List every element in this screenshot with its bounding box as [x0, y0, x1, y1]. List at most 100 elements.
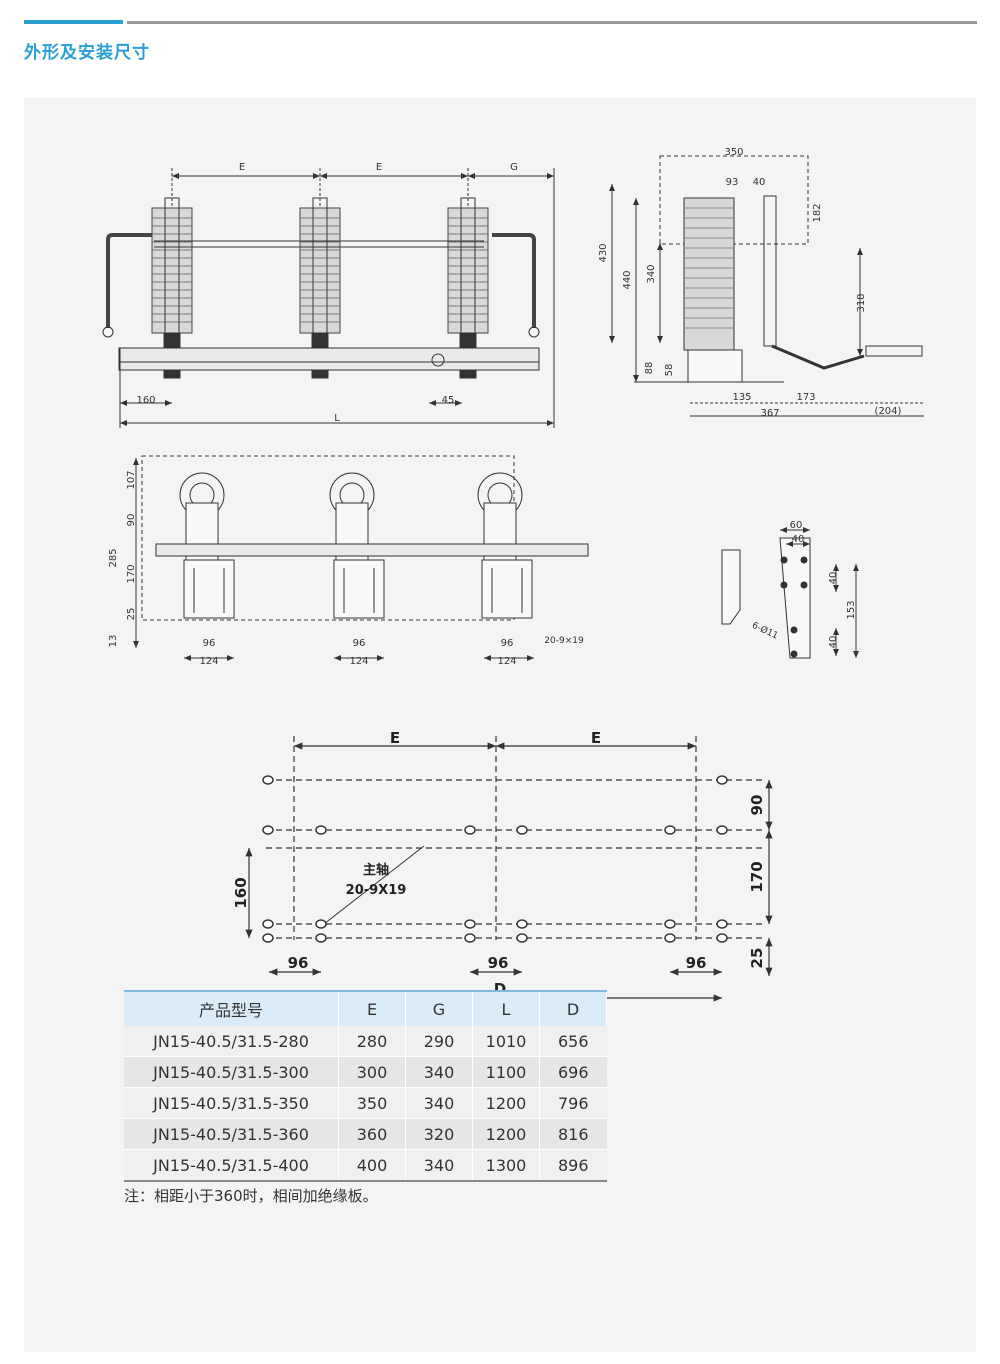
dim-label: E — [376, 162, 382, 173]
dim-label: 182 — [812, 203, 823, 222]
table-cell: 816 — [539, 1118, 607, 1150]
table-cell: JN15-40.5/31.5-350 — [124, 1087, 339, 1119]
table-header-cell: D — [539, 990, 607, 1026]
dim-label: 90 — [748, 795, 766, 816]
table-cell: JN15-40.5/31.5-360 — [124, 1118, 339, 1150]
footnote: 注：相距小于360时，相间加绝缘板。 — [124, 1187, 378, 1205]
table-row: JN15-40.5/31.5-360 360 320 1200 816 — [124, 1118, 607, 1150]
table-cell: JN15-40.5/31.5-300 — [124, 1056, 339, 1088]
dim-label: 124 — [199, 656, 218, 667]
dim-label: 318 — [856, 293, 867, 312]
dim-label: 430 — [598, 243, 609, 262]
hole-label: 20-9×19 — [544, 636, 584, 646]
dim-label: 160 — [136, 395, 155, 406]
table-cell: 340 — [405, 1056, 473, 1088]
dim-label: 40 — [828, 636, 839, 649]
dim-label: 96 — [288, 954, 309, 972]
dim-label: L — [334, 413, 340, 424]
dim-label: 40 — [828, 572, 839, 585]
dim-label: 93 — [726, 177, 739, 188]
table-header-cell: E — [338, 990, 406, 1026]
top-view-labels: 107 90 285 170 25 13 96 124 96 124 96 12… — [108, 470, 584, 667]
dim-label: 170 — [126, 564, 137, 583]
dim-label: 96 — [488, 954, 509, 972]
dim-label: 440 — [622, 270, 633, 289]
table-cell: JN15-40.5/31.5-400 — [124, 1149, 339, 1182]
dim-label: 96 — [353, 638, 366, 649]
dim-label: 90 — [126, 514, 137, 527]
table-cell: 656 — [539, 1026, 607, 1057]
table-row: JN15-40.5/31.5-350 350 340 1200 796 — [124, 1087, 607, 1119]
table-cell: 896 — [539, 1149, 607, 1182]
table-cell: 320 — [405, 1118, 473, 1150]
front-view-labels: E E G 160 45 L — [136, 162, 517, 424]
table-cell: 1200 — [472, 1087, 540, 1119]
table-cell: 340 — [405, 1087, 473, 1119]
spec-table: 产品型号 E G L D JN15-40.5/31.5-280 280 290 … — [124, 990, 607, 1182]
table-header-cell: L — [472, 990, 540, 1026]
dim-label: 124 — [349, 656, 368, 667]
dim-label: 367 — [760, 408, 779, 419]
dim-label: 96 — [203, 638, 216, 649]
hole-label: 6-Ø11 — [750, 620, 780, 642]
table-cell: 360 — [338, 1118, 406, 1150]
side-view — [609, 155, 924, 417]
dim-label: 60 — [790, 520, 803, 531]
side-view-labels: 350 93 40 182 430 440 340 318 88 58 135 … — [598, 147, 902, 419]
dim-label: 96 — [501, 638, 514, 649]
table-cell: 696 — [539, 1056, 607, 1088]
table-cell: 1300 — [472, 1149, 540, 1182]
shaft-label: 主轴 — [363, 862, 389, 878]
dim-label: E — [591, 729, 601, 747]
dim-label: 96 — [686, 954, 707, 972]
dim-label: 107 — [126, 470, 137, 489]
top-view — [133, 455, 589, 661]
dim-label: E — [390, 729, 400, 747]
technical-drawing: E E G 160 45 L 350 93 40 — [102, 147, 924, 1002]
table-row: JN15-40.5/31.5-300 300 340 1100 696 — [124, 1056, 607, 1088]
dim-label: 40 — [753, 177, 766, 188]
table-cell: 796 — [539, 1087, 607, 1119]
dim-label: (204) — [875, 406, 902, 417]
table-row: JN15-40.5/31.5-400 400 340 1300 896 — [124, 1149, 607, 1182]
dim-label: 25 — [748, 948, 766, 969]
dim-label: 340 — [646, 264, 657, 283]
header-accent-bar — [24, 20, 123, 24]
table-cell: 1010 — [472, 1026, 540, 1057]
dim-label: 13 — [108, 635, 119, 648]
table-cell: JN15-40.5/31.5-280 — [124, 1026, 339, 1057]
table-cell: 280 — [338, 1026, 406, 1057]
dim-label: E — [239, 162, 245, 173]
front-view — [102, 168, 555, 428]
table-header-cell: 产品型号 — [124, 990, 339, 1026]
dim-label: 173 — [796, 392, 815, 403]
table-cell: 1200 — [472, 1118, 540, 1150]
dim-label: 45 — [442, 395, 455, 406]
holes-label: 20-9X19 — [346, 883, 407, 898]
dim-label: 170 — [748, 861, 766, 892]
dim-label: 285 — [108, 548, 119, 567]
table-cell: 290 — [405, 1026, 473, 1057]
header-divider — [127, 21, 977, 24]
table-cell: 340 — [405, 1149, 473, 1182]
dim-label: 135 — [732, 392, 751, 403]
table-row: JN15-40.5/31.5-280 280 290 1010 656 — [124, 1026, 607, 1057]
dim-label: 58 — [664, 364, 675, 377]
table-cell: 1100 — [472, 1056, 540, 1088]
page-title: 外形及安装尺寸 — [24, 43, 150, 63]
table-cell: 350 — [338, 1087, 406, 1119]
dim-label: 25 — [126, 608, 137, 621]
dim-label: G — [510, 162, 518, 173]
table-header-row: 产品型号 E G L D — [124, 990, 607, 1026]
table-cell: 300 — [338, 1056, 406, 1088]
dim-label: 88 — [644, 362, 655, 375]
table-cell: 400 — [338, 1149, 406, 1182]
table-header-cell: G — [405, 990, 473, 1026]
mount-view-labels: E E 90 170 25 160 96 96 96 D 主轴 20-9X19 — [232, 729, 766, 998]
dim-label: 350 — [724, 147, 743, 158]
dim-label: 153 — [846, 600, 857, 619]
dim-label: 40 — [792, 534, 805, 545]
dim-label: 160 — [232, 877, 250, 908]
bracket-view — [721, 527, 859, 659]
dim-label: 124 — [497, 656, 516, 667]
